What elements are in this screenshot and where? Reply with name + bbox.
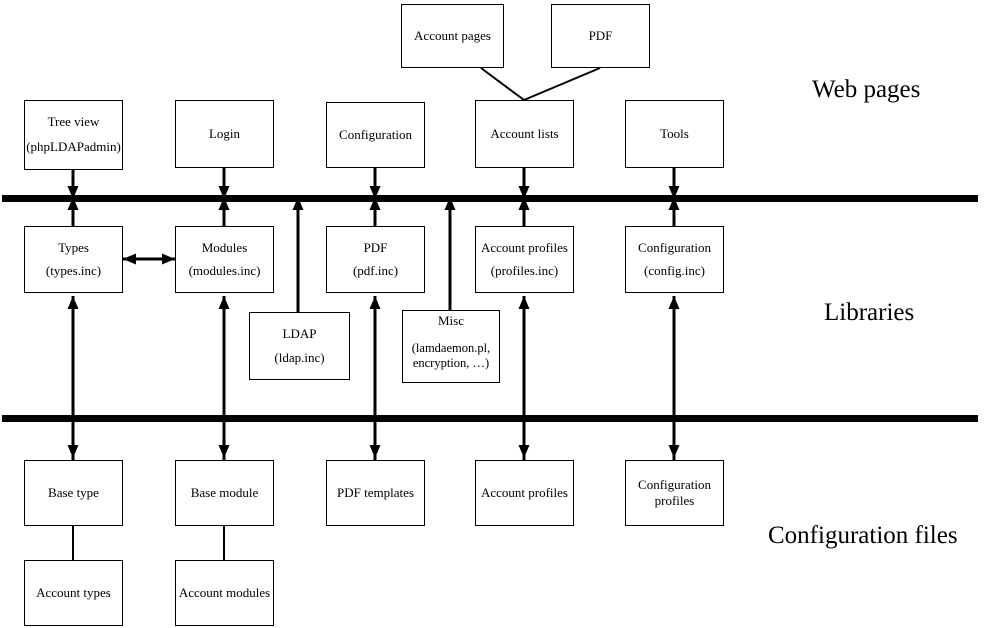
box-configuration-profiles-file-primary-label: Configuration xyxy=(638,476,711,492)
box-base-type[interactable]: Base type xyxy=(24,460,123,526)
connector-login-to-bar xyxy=(218,168,230,199)
box-configuration-lib[interactable]: Configuration (config.inc) xyxy=(625,226,724,293)
box-types-lib-primary-label: Types xyxy=(58,239,89,255)
box-account-pages[interactable]: Account pages xyxy=(401,4,504,68)
box-configuration-lib-secondary-label: (config.inc) xyxy=(643,263,705,279)
connector-bar-to-configuration-profiles-file xyxy=(668,418,680,458)
box-account-types-primary-label: Account types xyxy=(36,584,111,600)
box-account-profiles-lib[interactable]: Account profiles (profiles.inc) xyxy=(475,226,574,293)
connector-bar-to-base-module xyxy=(218,418,230,458)
section-label-web-pages: Web pages xyxy=(812,76,921,103)
box-account-types[interactable]: Account types xyxy=(24,560,123,626)
connector-pdf-page-to-account-lists xyxy=(523,67,601,101)
box-pdf-templates-primary-label: PDF templates xyxy=(337,484,414,500)
connector-ldap-lib-to-bar xyxy=(292,197,304,312)
separator-web-library-separator xyxy=(2,195,978,202)
box-modules-lib[interactable]: Modules (modules.inc) xyxy=(175,226,274,293)
box-ldap-lib[interactable]: LDAP (ldap.inc) xyxy=(249,312,350,380)
box-misc-lib-secondary-label: (lamdaemon.pl, encryption, …) xyxy=(411,341,491,370)
connector-types-modules-bidirectional xyxy=(123,253,175,265)
box-pdf-page[interactable]: PDF xyxy=(551,4,650,68)
separator-library-config-separator xyxy=(2,415,978,422)
box-pdf-lib[interactable]: PDF (pdf.inc) xyxy=(326,226,425,293)
box-pdf-page-primary-label: PDF xyxy=(588,27,613,43)
box-account-modules[interactable]: Account modules xyxy=(175,560,274,626)
box-ldap-lib-secondary-label: (ldap.inc) xyxy=(274,349,325,365)
connector-bar-to-pdf-templates xyxy=(369,418,381,458)
box-base-module-primary-label: Base module xyxy=(190,484,259,500)
section-label-configuration-files: Configuration files xyxy=(768,522,958,549)
connector-configuration-page-to-bar xyxy=(369,168,381,199)
box-misc-lib-primary-label: Misc xyxy=(438,313,464,328)
connector-account-lists-to-bar xyxy=(518,168,530,199)
box-account-profiles-lib-secondary-label: (profiles.inc) xyxy=(490,263,559,279)
connector-bar-to-base-type xyxy=(67,418,79,458)
connector-account-pages-to-account-lists xyxy=(480,67,525,101)
box-tree-view-primary-label: Tree view xyxy=(47,114,100,130)
box-pdf-templates[interactable]: PDF templates xyxy=(326,460,425,526)
box-configuration-profiles-file-secondary-label: profiles xyxy=(654,493,695,508)
connectors-group xyxy=(67,67,680,560)
box-configuration-page-primary-label: Configuration xyxy=(339,126,412,142)
box-account-profiles-file[interactable]: Account profiles xyxy=(475,460,574,526)
connector-tree-view-to-bar xyxy=(67,170,79,199)
box-tree-view[interactable]: Tree view (phpLDAPadmin) xyxy=(24,100,123,170)
box-pdf-lib-secondary-label: (pdf.inc) xyxy=(352,263,399,279)
box-types-lib-secondary-label: (types.inc) xyxy=(45,263,102,279)
box-modules-lib-secondary-label: (modules.inc) xyxy=(188,263,261,279)
box-ldap-lib-primary-label: LDAP xyxy=(282,325,317,341)
box-base-type-primary-label: Base type xyxy=(48,484,99,500)
box-account-modules-primary-label: Account modules xyxy=(178,584,271,600)
box-tools-primary-label: Tools xyxy=(660,125,689,141)
box-misc-lib[interactable]: Misc (lamdaemon.pl, encryption, …) xyxy=(402,310,500,383)
box-login[interactable]: Login xyxy=(175,100,274,168)
box-base-module[interactable]: Base module xyxy=(175,460,274,526)
section-label-libraries: Libraries xyxy=(824,299,915,326)
box-pdf-lib-primary-label: PDF xyxy=(363,239,388,255)
box-configuration-lib-primary-label: Configuration xyxy=(638,239,711,255)
box-configuration-page[interactable]: Configuration xyxy=(326,102,425,168)
box-account-lists-primary-label: Account lists xyxy=(490,125,559,141)
box-login-primary-label: Login xyxy=(208,125,241,141)
box-tree-view-secondary-label: (phpLDAPadmin) xyxy=(26,139,121,155)
connector-bar-to-account-profiles-file xyxy=(518,418,530,458)
box-types-lib[interactable]: Types (types.inc) xyxy=(24,226,123,293)
box-account-pages-primary-label: Account pages xyxy=(414,27,491,43)
box-account-profiles-lib-primary-label: Account profiles xyxy=(480,239,568,255)
connector-misc-lib-to-bar xyxy=(444,197,456,310)
box-account-lists[interactable]: Account lists xyxy=(475,100,574,168)
box-account-profiles-file-primary-label: Account profiles xyxy=(480,484,568,500)
box-tools[interactable]: Tools xyxy=(625,100,724,168)
box-modules-lib-primary-label: Modules xyxy=(201,239,248,255)
connector-tools-to-bar xyxy=(668,168,680,199)
